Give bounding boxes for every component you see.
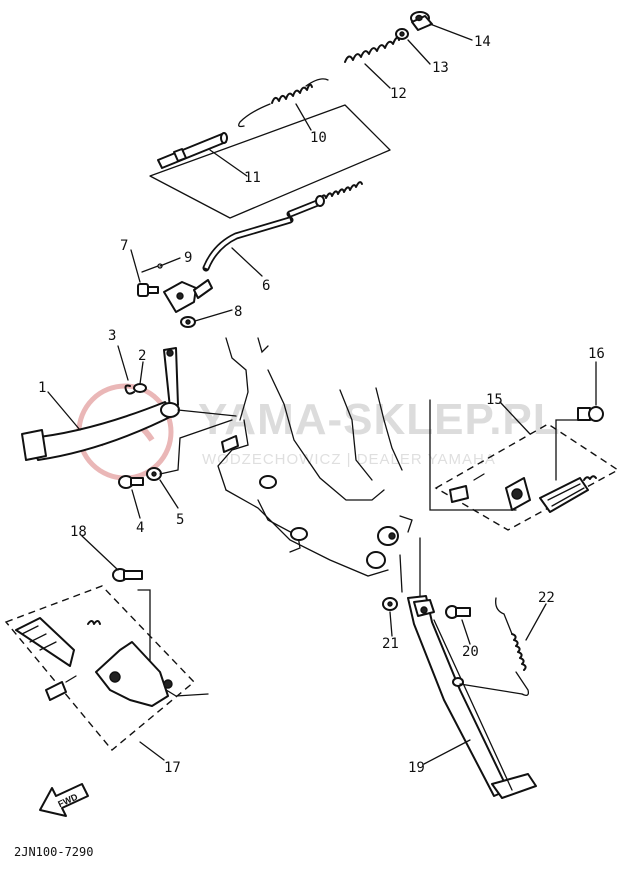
part-11-pin [157,132,228,169]
callout-7: 7 [120,238,128,254]
callout-20: 20 [462,644,479,660]
callout-22: 22 [538,590,555,606]
part-2-washer [133,383,147,393]
callout-9: 9 [184,250,192,266]
callout-15: 15 [486,392,503,408]
callout-13: 13 [432,60,449,76]
footrest-left [15,617,173,707]
fwd-arrow-icon: FWD [39,783,89,817]
part-18-bolt [112,568,143,582]
footrest-left-frame [4,585,196,751]
part-21-nut [382,597,398,611]
callout-10: 10 [310,130,327,146]
part-20-bolt [445,605,471,619]
callout-3: 3 [108,328,116,344]
callout-8: 8 [234,304,242,320]
footrest-bracket-right [449,473,597,513]
part-12-spring [344,36,400,63]
part-4-bolt [118,475,144,489]
watermark-title: YAMA-SKLEP.PL [198,395,561,444]
rod-group-frame [149,104,391,219]
part-3-clip [124,384,135,395]
part-19-sidestand [399,537,537,799]
watermark-subtitle: WODZECHOWICZ | DEALER YAMAHA [202,451,496,468]
callout-14: 14 [474,34,491,50]
part-14-rod-joint [410,11,433,31]
part-5-collar [146,467,162,481]
part-22-spring [452,597,530,696]
rod-joint [163,279,213,313]
callout-12: 12 [390,86,407,102]
part-8-washer [180,316,196,328]
leader-lines [47,23,597,765]
assembly-line [555,419,597,481]
footrest-right-frame [434,423,620,531]
callout-11: 11 [244,170,261,186]
callout-21: 21 [382,636,399,652]
callout-4: 4 [136,520,144,536]
part-9-cotter-pin [141,263,163,273]
assembly-line [159,419,233,475]
part-13-nut [395,28,409,40]
watermark: YAMA-SKLEP.PL WODZECHOWICZ | DEALER YAMA… [76,383,561,481]
part-6-brake-rod [202,181,363,272]
part-16-bolt [577,406,604,422]
assembly-line [429,399,517,511]
callout-6: 6 [262,278,270,294]
assembly-line [177,409,237,417]
diagram-code: 2JN100-7290 [14,845,93,859]
callout-19: 19 [408,760,425,776]
callout-17: 17 [164,760,181,776]
callout-2: 2 [138,348,146,364]
part-1-brake-pedal [21,347,180,461]
part-7-bolt [137,283,159,297]
frame-outline [217,337,413,577]
callout-5: 5 [176,512,184,528]
callout-16: 16 [588,346,605,362]
callout-18: 18 [70,524,87,540]
part-10-spring [238,78,329,128]
callout-1: 1 [38,380,46,396]
